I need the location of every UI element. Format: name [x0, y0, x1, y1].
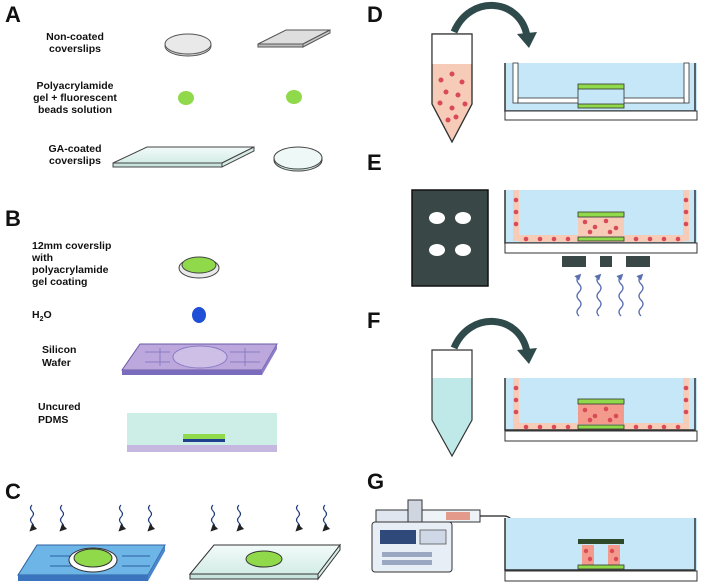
pour-arrow-d: [450, 2, 531, 37]
label-gel-beads: gel + fluorescent: [33, 92, 117, 104]
photomask-e: [411, 189, 489, 287]
pour-arrowhead-d: [517, 32, 537, 48]
panel-label-a: A: [5, 2, 21, 27]
gel-drop-2: [286, 90, 302, 104]
mask-under-chamber-e: [562, 256, 650, 267]
tube-d: [431, 33, 473, 144]
label-coverslips-2: coverslips: [49, 155, 101, 167]
panel-e: E: [367, 150, 698, 317]
syringe-pump: [371, 499, 481, 573]
label-with: with: [31, 252, 53, 264]
panel-label-e: E: [367, 150, 382, 175]
label-pdms: PDMS: [38, 414, 68, 426]
label-uncured: Uncured: [38, 401, 81, 413]
panel-d: D: [367, 2, 698, 144]
uv-arrows-c-right: [210, 504, 331, 532]
panel-b: B 12mm coverslip with polyacrylamide gel…: [5, 206, 278, 452]
chamber-g: [504, 518, 698, 582]
label-gel-coating: gel coating: [32, 276, 87, 288]
silicon-wafer: [121, 343, 278, 375]
panel-label-g: G: [367, 469, 384, 494]
label-polyacrylamide: Polyacrylamide: [36, 80, 113, 92]
label-polyacrylamide-b: polyacrylamide: [32, 264, 109, 276]
label-12mm: 12mm coverslip: [32, 240, 111, 252]
pour-arrowhead-f: [517, 348, 537, 364]
panel-g: G: [367, 469, 698, 582]
label-non-coated: Non-coated: [46, 31, 104, 43]
rect-coverslip-ga-coated: [112, 146, 255, 168]
gel-drop-1: [178, 91, 194, 105]
label-water: H2O: [32, 309, 52, 323]
label-coverslips-1: coverslips: [49, 43, 101, 55]
panel-label-d: D: [367, 2, 383, 27]
slide-assembly-c: [188, 543, 342, 581]
panel-c: C: [5, 479, 342, 581]
panel-label-c: C: [5, 479, 21, 504]
rect-coverslip-noncoated: [257, 29, 331, 48]
label-beads-solution: beads solution: [38, 104, 112, 116]
water-drop: [192, 307, 206, 323]
uv-arrows-c-left: [29, 504, 156, 532]
panel-a: A Non-coated coverslips Polyacrylamide g…: [5, 2, 331, 172]
round-coverslip-noncoated: [164, 33, 212, 57]
uv-arrows-e: [574, 273, 644, 317]
chamber-d: [504, 62, 698, 121]
coated-coverslip-12mm: [178, 256, 220, 279]
wafer-assembly-c: [17, 544, 166, 581]
panel-f: F: [367, 308, 698, 458]
label-wafer: Wafer: [42, 357, 71, 369]
chamber-e: [504, 190, 698, 254]
tube-f: [431, 349, 473, 458]
uncured-pdms: [127, 413, 277, 452]
round-coverslip-ga-coated: [273, 146, 323, 172]
label-silicon: Silicon: [42, 344, 76, 356]
panel-label-b: B: [5, 206, 21, 231]
pour-arrow-f: [450, 318, 531, 353]
chamber-f: [504, 378, 698, 442]
label-ga-coated: GA-coated: [48, 143, 101, 155]
panel-label-f: F: [367, 308, 380, 333]
